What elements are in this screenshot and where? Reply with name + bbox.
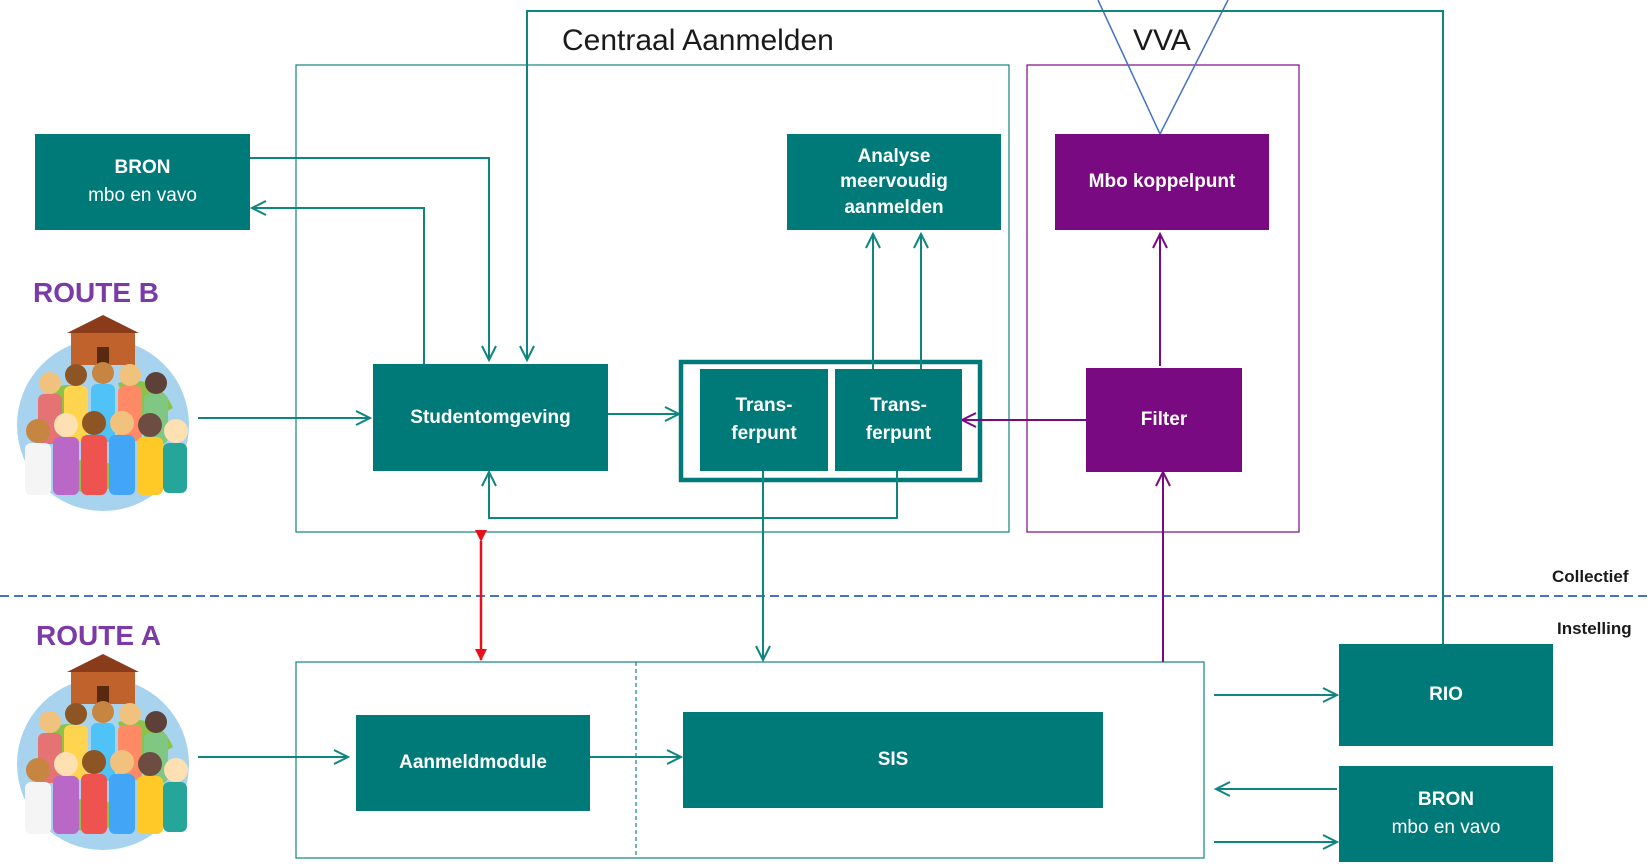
rio-label: RIO [1429,684,1463,706]
vva-funnel-right [1159,0,1229,135]
collectief-label: Collectief [1552,567,1629,586]
studentomgeving-to-bron-arrow [252,208,425,364]
mbo-koppelpunt-label: Mbo koppelpunt [1088,171,1236,193]
mbo-koppelpunt-box: Mbo koppelpunt [1055,134,1269,230]
transferpunt-2-box: Trans- ferpunt [835,369,962,471]
rio-to-studentomgeving-connector [527,10,1444,644]
transferpunt-1-line-2: ferpunt [731,423,797,444]
aanmeldmodule-label: Aanmeldmodule [399,752,547,774]
students-globe-route-b-icon [17,315,189,511]
analyse-line-2: meervoudig [840,171,948,193]
students-row [25,701,188,834]
bron-top-subtitle: mbo en vavo [88,185,197,206]
studentomgeving-box: Studentomgeving [373,364,608,471]
bron-top-title: BRON [114,157,171,179]
bron-top-box: BRON mbo en vavo [35,134,250,230]
instelling-frame [295,661,1205,859]
analyse-line-1: Analyse [857,145,931,167]
transferpunt-2-line-1: Trans- [869,395,928,417]
vva-title: VVA [1133,24,1191,57]
studentomgeving-label: Studentomgeving [410,406,571,428]
transferpunt-to-studentomgeving-arrow [489,470,898,519]
students-row [25,362,188,495]
transferpunt-1-box: Trans- ferpunt [700,369,828,471]
centraal-aanmelden-frame [295,64,1010,533]
analyse-meervoudig-aanmelden-box: Analyse meervoudig aanmelden [787,134,1001,230]
bron-bottom-box: BRON mbo en vavo [1339,766,1553,862]
filter-label: Filter [1140,409,1188,431]
centraal-aanmelden-title: Centraal Aanmelden [562,24,834,57]
sis-box: SIS [683,712,1103,808]
analyse-line-3: aanmelden [844,196,944,218]
bron-to-studentomgeving-arrow [250,157,489,360]
bron-bottom-subtitle: mbo en vavo [1391,817,1501,838]
instelling-label: Instelling [1557,619,1632,638]
vva-funnel-left [1097,0,1161,135]
rio-box: RIO [1339,644,1553,746]
bron-bottom-title: BRON [1418,789,1474,811]
students-globe-route-a-icon [17,654,189,850]
route-a-label: ROUTE A [36,620,161,651]
transferpunt-2-line-2: ferpunt [865,423,932,444]
route-b-label: ROUTE B [33,277,159,308]
aanmeldmodule-box: Aanmeldmodule [356,715,590,811]
transferpunt-1-line-1: Trans- [735,395,793,417]
sis-label: SIS [877,749,909,771]
filter-box: Filter [1086,368,1242,472]
